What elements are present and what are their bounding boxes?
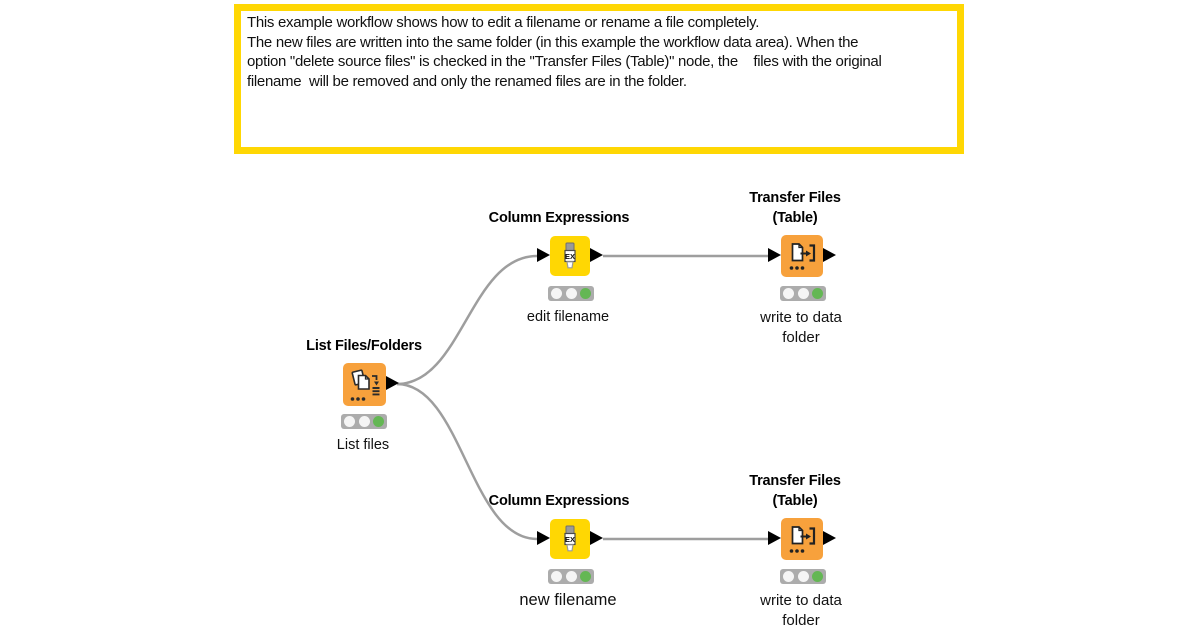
node-list-files-folders[interactable] bbox=[343, 363, 386, 406]
input-port-column-expressions-bottom[interactable] bbox=[537, 531, 550, 545]
status-yellow-off bbox=[797, 571, 809, 582]
input-port-column-expressions-top[interactable] bbox=[537, 248, 550, 262]
status-light-column-expressions-bottom bbox=[548, 569, 594, 584]
connection-list-to-bottom-expressions[interactable] bbox=[396, 382, 538, 541]
node-transfer-files-top[interactable] bbox=[781, 235, 823, 277]
status-light-list-files-folders bbox=[341, 414, 387, 429]
annotation-text-line: option "delete source files" is checked … bbox=[247, 53, 882, 71]
status-red-off bbox=[344, 416, 356, 427]
transfer-files-icon bbox=[789, 526, 816, 553]
status-red-off bbox=[783, 288, 795, 299]
column-expressions-icon: EX bbox=[564, 242, 576, 269]
output-port-transfer-files-bottom[interactable] bbox=[823, 531, 836, 545]
status-yellow-off bbox=[797, 288, 809, 299]
status-red-off bbox=[783, 571, 795, 582]
input-port-transfer-files-bottom[interactable] bbox=[768, 531, 781, 545]
column-expressions-icon: EX bbox=[564, 525, 576, 552]
status-yellow-off bbox=[565, 571, 577, 582]
node-title-column-expressions-top: Column Expressions bbox=[488, 210, 630, 226]
status-red-off bbox=[551, 288, 563, 299]
node-title-transfer-files-top: Transfer Files (Table) bbox=[749, 190, 841, 226]
svg-text:EX: EX bbox=[565, 252, 575, 261]
status-green-on bbox=[579, 288, 591, 299]
connection-list-to-top-expressions[interactable] bbox=[396, 254, 538, 386]
output-port-column-expressions-bottom[interactable] bbox=[590, 531, 603, 545]
status-yellow-off bbox=[358, 416, 370, 427]
transfer-files-icon bbox=[789, 243, 816, 270]
node-transfer-files-bottom[interactable] bbox=[781, 518, 823, 560]
node-title-column-expressions-bottom: Column Expressions bbox=[488, 493, 630, 509]
input-port-transfer-files-top[interactable] bbox=[768, 248, 781, 262]
list-files-folders-icon bbox=[350, 369, 380, 401]
node-column-expressions-top[interactable]: EX bbox=[550, 236, 590, 276]
node-label-list-files[interactable]: List files bbox=[336, 437, 390, 453]
node-label-edit-filename[interactable]: edit filename bbox=[526, 309, 610, 325]
status-light-column-expressions-top bbox=[548, 286, 594, 301]
output-port-transfer-files-top[interactable] bbox=[823, 248, 836, 262]
status-light-transfer-files-bottom bbox=[780, 569, 826, 584]
annotation-text-line: This example workflow shows how to edit … bbox=[247, 14, 760, 31]
node-label-write-to-data-folder-bottom[interactable]: write to data folder bbox=[760, 592, 842, 629]
status-green-on bbox=[372, 416, 384, 427]
status-yellow-off bbox=[565, 288, 577, 299]
output-port-list-files-folders[interactable] bbox=[386, 376, 399, 390]
status-green-on bbox=[579, 571, 591, 582]
status-green-on bbox=[811, 288, 823, 299]
node-column-expressions-bottom[interactable]: EX bbox=[550, 519, 590, 559]
svg-text:EX: EX bbox=[565, 535, 575, 544]
output-port-column-expressions-top[interactable] bbox=[590, 248, 603, 262]
node-label-write-to-data-folder-top[interactable]: write to data folder bbox=[760, 309, 842, 346]
status-light-transfer-files-top bbox=[780, 286, 826, 301]
annotation-text-line: The new files are written into the same … bbox=[247, 33, 859, 51]
node-title-transfer-files-bottom: Transfer Files (Table) bbox=[749, 473, 841, 509]
node-label-new-filename[interactable]: new filename bbox=[519, 591, 617, 609]
status-red-off bbox=[551, 571, 563, 582]
node-title-list-files-folders: List Files/Folders bbox=[306, 338, 422, 354]
annotation-text-line: filename will be removed and only the re… bbox=[247, 72, 687, 90]
status-green-on bbox=[811, 571, 823, 582]
workflow-annotation[interactable]: This example workflow shows how to edit … bbox=[234, 4, 964, 154]
